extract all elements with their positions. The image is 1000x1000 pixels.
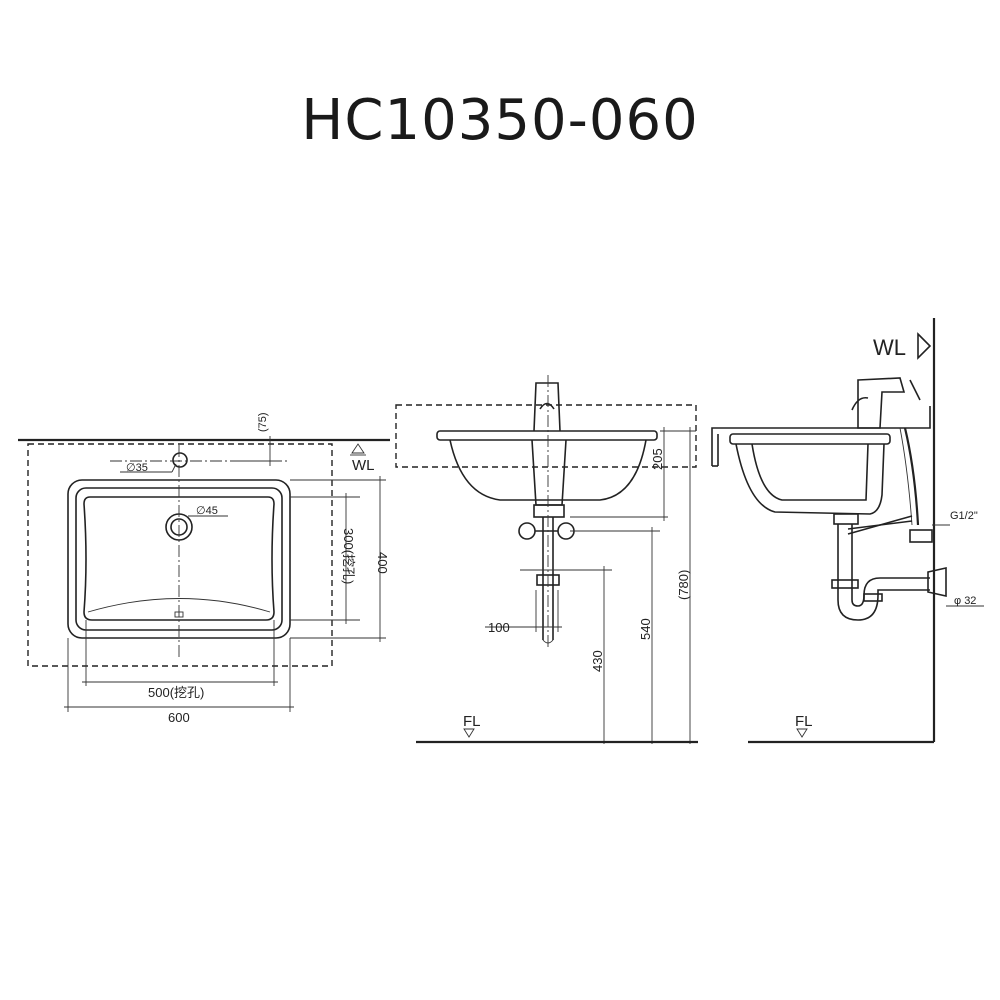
wl-label-side: WL [873,335,906,360]
top-view: ∅35 ∅45 (75) WL 300(挖孔) 400 500(挖孔) 600 [18,412,390,725]
dim-dia45: ∅45 [196,505,218,517]
dim-400: 400 [375,552,390,574]
dim-600: 600 [168,710,190,725]
dim-500: 500(挖孔) [148,685,204,700]
dim-phi32: φ 32 [954,595,976,607]
fl-label-side: FL [795,713,813,730]
dim-100: 100 [488,620,510,635]
side-view: WL G1/2" φ 32 FL [711,318,984,744]
fl-label-front: FL [463,713,481,730]
wl-label-top: WL [352,457,375,474]
dim-780: (780) [676,570,691,600]
dim-dia35: ∅35 [126,462,148,474]
dim-205: 205 [650,448,665,470]
dim-540: 540 [638,618,653,640]
dim-300: 300(挖孔) [341,528,356,584]
dim-g12: G1/2" [950,510,978,522]
dim-430: 430 [590,650,605,672]
front-view: 205 (780) 540 430 100 FL [395,375,698,744]
drawing-title: HC10350-060 [301,88,699,153]
dim-75: (75) [257,412,269,432]
